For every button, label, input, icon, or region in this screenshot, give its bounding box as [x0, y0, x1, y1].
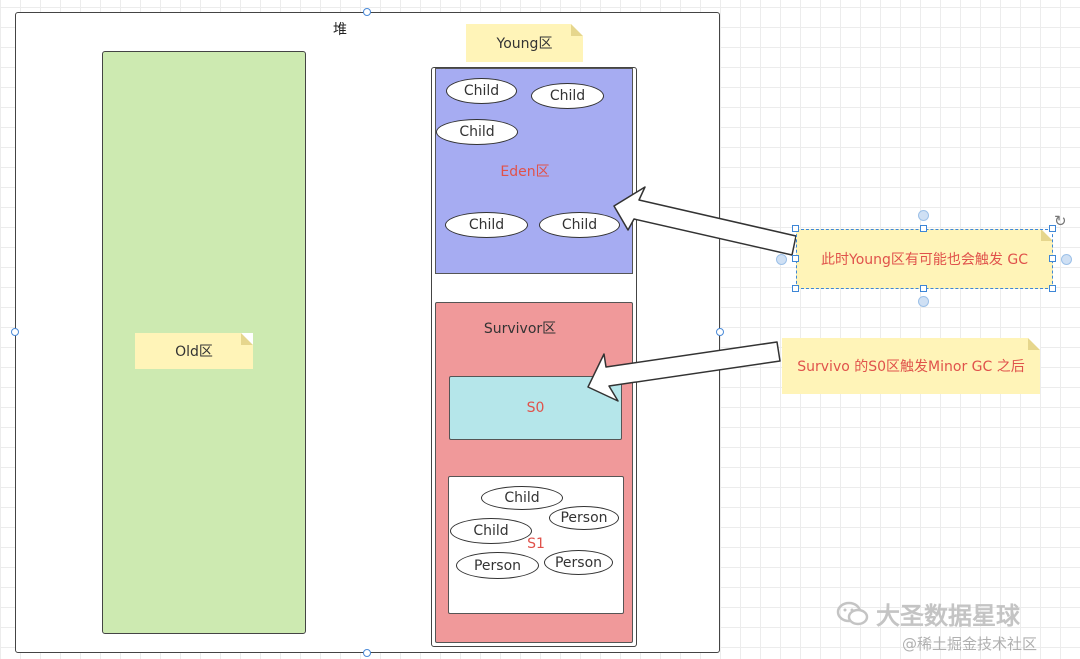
selection-handle-nw[interactable] — [792, 225, 799, 232]
s0-region[interactable]: S0 — [449, 376, 622, 440]
eden-label: Eden区 — [500, 164, 550, 180]
eden-object-child[interactable]: Child — [446, 78, 517, 104]
watermark-brand: 大圣数据星球 — [836, 596, 1020, 631]
connection-point-bottom[interactable] — [918, 296, 929, 307]
wechat-icon — [836, 601, 869, 625]
selection-handle-se[interactable] — [1049, 285, 1056, 292]
selection-handle-s[interactable] — [920, 285, 927, 292]
selection-handle-w[interactable] — [792, 255, 799, 262]
young-gc-note[interactable]: 此时Young区有可能也会触发 GC — [796, 229, 1053, 289]
young-region-label: Young区 — [496, 36, 553, 52]
s1-object-child[interactable]: Child — [450, 518, 532, 544]
eden-object-child[interactable]: Child — [445, 212, 528, 238]
heap-resize-handle-bottom[interactable] — [363, 649, 371, 657]
connection-point-left[interactable] — [776, 254, 787, 265]
heap-resize-handle-top[interactable] — [363, 8, 371, 16]
watermark-brand-text: 大圣数据星球 — [876, 602, 1020, 630]
selection-handle-sw[interactable] — [792, 285, 799, 292]
young-region-note[interactable]: Young区 — [466, 24, 583, 62]
connection-point-top[interactable] — [918, 210, 929, 221]
selection-handle-ne[interactable] — [1049, 225, 1056, 232]
eden-object-child[interactable]: Child — [531, 83, 604, 109]
selection-handle-e[interactable] — [1049, 255, 1056, 262]
connection-point-right[interactable] — [1061, 254, 1072, 265]
selection-handle-n[interactable] — [920, 225, 927, 232]
rotate-icon[interactable]: ↻ — [1054, 212, 1067, 230]
minor-gc-note-text: Survivo 的S0区触发Minor GC 之后 — [797, 359, 1025, 375]
eden-object-child[interactable]: Child — [539, 212, 620, 238]
s1-object-person[interactable]: Person — [549, 506, 619, 530]
s1-object-person[interactable]: Person — [544, 550, 613, 575]
heap-resize-handle-left[interactable] — [11, 328, 19, 336]
heap-title: 堆 — [333, 22, 347, 38]
selection-box[interactable] — [796, 229, 1053, 289]
old-region-note[interactable]: Old区 — [135, 333, 253, 369]
old-region-label: Old区 — [175, 344, 213, 360]
survivor-label: Survivor区 — [483, 321, 557, 337]
s1-object-person[interactable]: Person — [456, 552, 539, 579]
minor-gc-note[interactable]: Survivo 的S0区触发Minor GC 之后 — [782, 338, 1040, 394]
eden-object-child[interactable]: Child — [436, 119, 518, 145]
s1-object-child[interactable]: Child — [481, 486, 563, 510]
watermark-platform: @稀土掘金技术社区 — [902, 635, 1038, 653]
heap-resize-handle-right[interactable] — [716, 328, 724, 336]
s1-label: S1 — [527, 536, 545, 552]
s0-label: S0 — [526, 400, 545, 416]
young-gc-note-text: 此时Young区有可能也会触发 GC — [821, 252, 1028, 268]
